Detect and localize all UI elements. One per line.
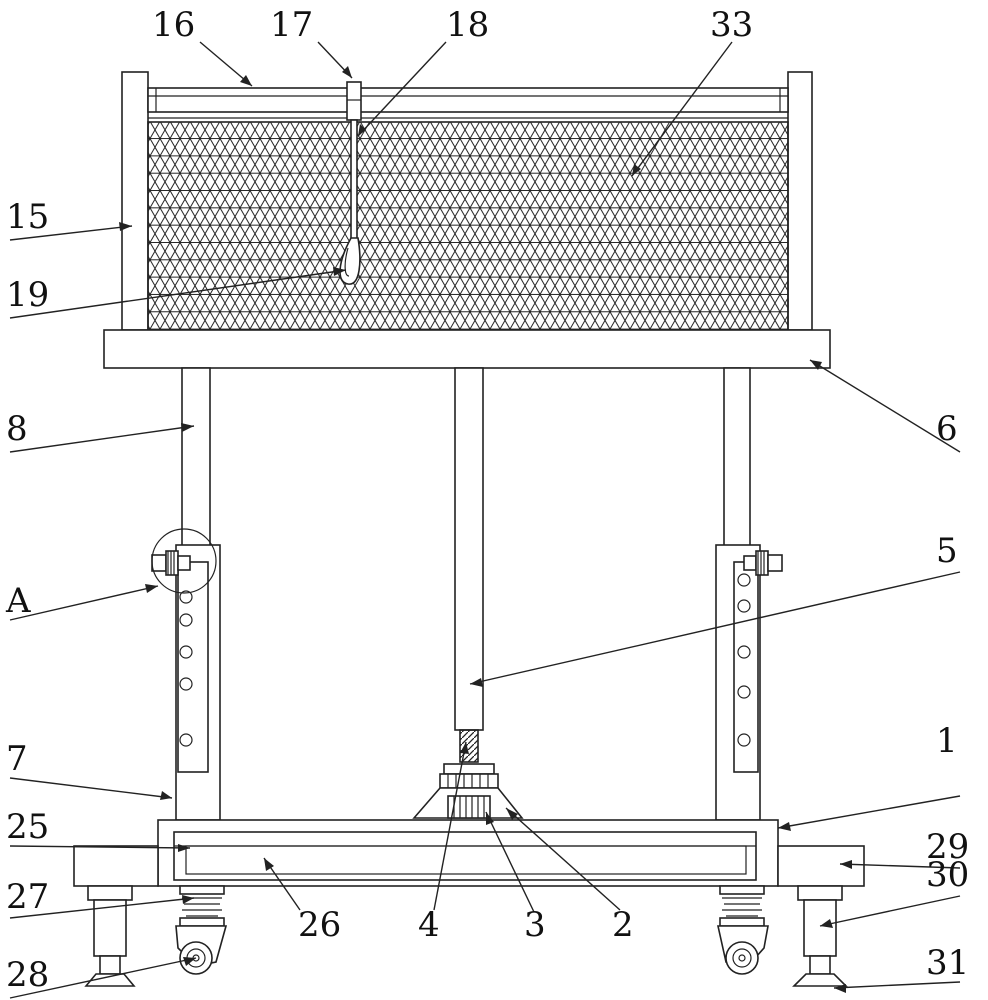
- slider-block: [346, 81, 362, 121]
- left-post: [121, 71, 149, 331]
- right-column: [715, 367, 783, 821]
- mesh-panel: [147, 121, 789, 331]
- callout-17: 17: [270, 5, 313, 45]
- callout-a: A: [5, 581, 31, 621]
- right-post: [787, 71, 813, 331]
- left-slot-plate: [177, 561, 209, 773]
- callout-6: 6: [936, 409, 958, 449]
- callout-1: 1: [936, 721, 958, 761]
- right-leg: [792, 885, 848, 987]
- callout-19: 19: [6, 275, 49, 315]
- gear: [447, 795, 491, 819]
- callout-18: 18: [446, 5, 489, 45]
- screw-shaft: [459, 729, 479, 763]
- callout-26: 26: [298, 905, 341, 945]
- callout-8: 8: [6, 409, 28, 449]
- callout-2: 2: [612, 905, 634, 945]
- callout-33: 33: [710, 5, 753, 45]
- detail-circle-a: [151, 528, 217, 594]
- side-plate-left: [73, 845, 159, 887]
- left-column: [151, 367, 221, 821]
- callout-3: 3: [524, 905, 546, 945]
- basket-frame: [121, 71, 813, 331]
- callout-29: 29: [926, 827, 969, 867]
- callout-31: 31: [926, 943, 969, 983]
- callout-labels: 16 17 18 33 15 19 8 6 5 A 7 1 25 29 27 3…: [5, 5, 969, 995]
- callout-25: 25: [6, 807, 49, 847]
- leader-lines: [9, 41, 961, 999]
- callout-15: 15: [6, 197, 49, 237]
- callout-30: 30: [926, 855, 969, 895]
- callout-5: 5: [936, 531, 958, 571]
- top-rail: [147, 87, 789, 113]
- callout-28: 28: [6, 955, 49, 995]
- hook-assembly: [339, 81, 362, 285]
- lift-tube: [454, 367, 484, 731]
- lift-mechanism: [412, 367, 524, 819]
- drawer: [173, 831, 757, 881]
- hook-rod: [350, 119, 358, 241]
- callout-7: 7: [6, 739, 28, 779]
- callout-4: 4: [418, 905, 440, 945]
- callout-27: 27: [6, 877, 49, 917]
- base: [73, 819, 865, 887]
- left-leg: [84, 885, 136, 987]
- top-platform: [103, 329, 831, 369]
- hook: [339, 237, 361, 285]
- callout-16: 16: [152, 5, 195, 45]
- right-caster: [717, 885, 769, 975]
- arrowheads: [119, 66, 852, 993]
